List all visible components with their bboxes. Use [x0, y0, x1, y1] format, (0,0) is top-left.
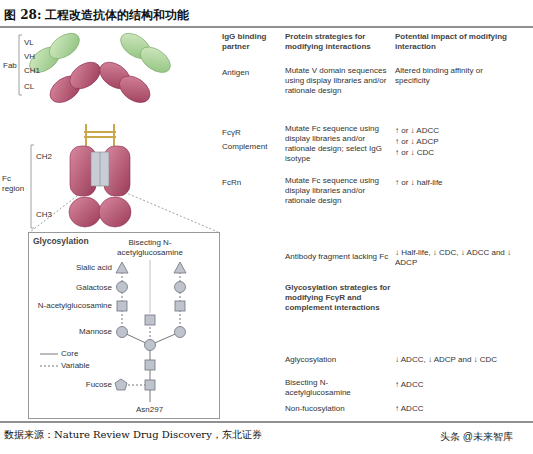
table-cell: ↑ or ↓ half-life: [395, 178, 443, 188]
table-cell: FcγR: [222, 128, 241, 138]
table-cell: Mutate Fc sequence using display librari…: [285, 176, 393, 206]
figure-title: 图 28: 工程改造抗体的结构和功能: [4, 8, 189, 23]
table-cell: Aglycosylation: [285, 355, 336, 365]
table-cell: ↑ or ↓ ADCP: [395, 137, 439, 147]
table-cell: Mutate V domain sequences using display …: [285, 66, 393, 96]
region-label: Fab: [3, 61, 17, 71]
domain-label: CH3: [36, 210, 52, 220]
legend-text: Variable: [61, 361, 90, 371]
table-cell: Complement: [222, 142, 267, 152]
table-cell: Non-fucosylation: [285, 404, 345, 414]
glycosylation-box: Glycosylation: [28, 232, 220, 419]
table-cell: Mutate Fc sequence using display librari…: [285, 124, 393, 164]
table-cell: ↑ or ↓ ADCC: [395, 126, 439, 136]
glycan-label: Asn297: [136, 405, 163, 415]
table-cell: ↑ ADCC: [395, 404, 423, 414]
glycan-label: Mannose: [79, 327, 112, 337]
domain-label: VL: [24, 38, 34, 48]
table-cell: FcRn: [222, 178, 241, 188]
glycan-label: Bisecting N-acetylglucosamine: [105, 238, 195, 258]
legend-text: Core: [61, 349, 78, 359]
table-cell: ↑ ADCC: [395, 380, 423, 390]
table-cell: Altered binding affinity or specificity: [395, 66, 510, 86]
watermark: 头条 @未来智库: [440, 431, 513, 443]
domain-label: CH2: [36, 152, 52, 162]
table-cell: Antibody fragment lacking Fc: [285, 252, 393, 262]
column-header: Potential impact of modifying interactio…: [395, 32, 515, 52]
domain-label: CL: [24, 82, 34, 92]
glycan-label: Fucose: [86, 380, 112, 390]
glycan-label: N-acetylglucosamine: [38, 301, 112, 311]
table-cell: ↑ or ↓ CDC: [395, 148, 434, 158]
domain-label: VH: [24, 52, 35, 62]
source-caption: 数据来源：Nature Review Drug Discovery，东北证券: [4, 428, 262, 441]
glycan-label: Sialic acid: [76, 263, 112, 273]
table-cell: ↓ Half-life, ↓ CDC, ↓ ADCC and ↓ ADCP: [395, 248, 515, 268]
glycan-label: Galactose: [76, 283, 112, 293]
box-heading: Glycosylation: [33, 236, 89, 246]
table-cell: ↓ ADCC, ↓ ADCP and ↓ CDC: [395, 355, 497, 365]
table-cell: Bisecting N-acetylglucosamine: [285, 378, 385, 398]
column-header: IgG binding partner: [222, 32, 282, 52]
section-heading: Glycosylation strategies for modifying F…: [285, 283, 393, 313]
table-cell: Antigen: [222, 68, 249, 78]
domain-label: CH1: [24, 66, 40, 76]
region-label: Fc region: [2, 174, 30, 194]
column-header: Protein strategies for modifying interac…: [285, 32, 385, 52]
